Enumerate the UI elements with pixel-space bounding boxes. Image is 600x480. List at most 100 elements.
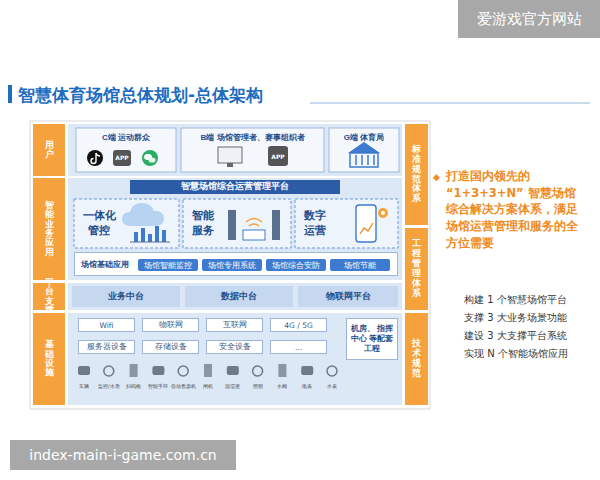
device-icon	[301, 366, 313, 375]
node-text: 用户	[41, 141, 58, 160]
node-text: 爱游戏官方网站	[477, 10, 582, 29]
bullet: ◆	[433, 172, 440, 182]
device-label: 监控/水质	[94, 383, 124, 389]
infra-box: 安全设备	[206, 340, 263, 354]
system-band: 工程管理体系	[405, 228, 428, 310]
node-text: 业务中台	[108, 290, 144, 303]
bar-icon	[134, 226, 166, 242]
node-text: 机房、 指挥中心 等配套工程	[350, 324, 394, 354]
gear-icon	[378, 208, 388, 218]
node-text: 物联网	[159, 320, 183, 330]
node-text: 场馆智能监控	[144, 260, 192, 271]
device-label: 电表	[292, 383, 322, 389]
callout-text: 打造国内领先的 “1+3+3+N” 智慧场馆综合解决方案体系，满足场馆运营管理和…	[446, 168, 586, 251]
node-text: 一体化管控	[82, 209, 116, 238]
phone-chart	[360, 223, 373, 234]
douyin-mark	[91, 153, 100, 164]
device-icon	[227, 366, 239, 375]
node-text: 存储设备	[155, 342, 187, 352]
node-text: 基础设施	[41, 340, 58, 377]
node-text: 智能服务	[191, 209, 215, 238]
layer-band: 用户	[33, 124, 65, 176]
system-band: 技术规范	[405, 313, 428, 405]
app-icon	[268, 146, 288, 166]
building-columns	[356, 155, 374, 165]
user-box: C端 运动群众 APP	[76, 128, 176, 172]
summary-line: 构建 1 个智慧场馆平台	[464, 293, 567, 307]
summary-line: 支撑 3 大业务场景功能	[464, 311, 567, 325]
title: 智慧体育场馆总体规划-总体架构	[18, 84, 263, 107]
node-text: 互联网	[223, 320, 247, 330]
node-text: index-main-i-game.com.cn	[29, 447, 216, 463]
user-box	[76, 128, 176, 172]
app-panel	[68, 178, 402, 280]
device-icon	[152, 366, 164, 375]
function-box: 智能服务	[183, 199, 291, 248]
device-label: 闸机	[193, 383, 223, 389]
infra-panel	[68, 313, 402, 405]
phone-icon	[356, 205, 376, 242]
node-text: APP	[268, 153, 288, 160]
wechat-bubble	[149, 157, 156, 162]
infra-box: 存储设备	[142, 340, 199, 354]
device-label: 水阀	[267, 383, 297, 389]
gate-icon	[228, 210, 236, 240]
device-icons	[78, 364, 337, 377]
app-button: 场馆节能	[330, 259, 390, 271]
device-icon	[78, 366, 90, 375]
function-box: 一体化管控	[74, 199, 179, 248]
app-button: 场馆专用系统	[202, 259, 262, 271]
infra-box: 4G / 5G	[270, 318, 327, 332]
node-text: 技术规范	[412, 339, 421, 379]
user-panel	[68, 124, 402, 176]
node-text: G端 体育局	[344, 128, 384, 143]
device-label: 扫码枪	[119, 383, 149, 389]
user-box: B端 场馆管理者、赛事组织者 APP	[181, 128, 324, 172]
douyin-icon	[87, 150, 103, 166]
node-text: 场馆节能	[344, 260, 376, 271]
building-roof	[348, 142, 380, 153]
function-box: 数字运营	[295, 199, 398, 248]
device-icon	[178, 366, 188, 376]
device-icon	[104, 366, 114, 376]
device-label: 温湿度	[218, 383, 248, 389]
base-app-row: 场馆基础应用场馆智能监控场馆专用系统场馆综合安防场馆节能	[74, 252, 398, 276]
layer-band: 智能业务应用	[33, 178, 65, 280]
system-band: 标准规范体系	[405, 124, 428, 225]
device-icon	[253, 366, 263, 376]
summary-line: 建设 3 大支撑平台系统	[464, 329, 567, 343]
user-box	[181, 128, 324, 172]
node-text: B端 场馆管理者、赛事组织者	[201, 128, 305, 143]
app-icon	[113, 150, 131, 166]
platform-box: 数据中台	[185, 286, 293, 307]
device-label: 水表	[317, 383, 347, 389]
infra-box: 物联网	[142, 318, 199, 332]
platform-box: 业务中台	[72, 286, 180, 307]
node-text: APP	[113, 154, 131, 161]
node-text: 4G / 5G	[284, 321, 312, 330]
bar-base	[130, 242, 170, 243]
device-icon	[130, 364, 138, 377]
watermark-box: 爱游戏官方网站	[458, 0, 600, 38]
app-button: 场馆智能监控	[138, 259, 198, 271]
platform-panel	[68, 283, 402, 310]
node-text: 场馆综合安防	[272, 260, 320, 271]
node-text: 安全设备	[219, 342, 251, 352]
node-text: 场馆专用系统	[208, 260, 256, 271]
building-body	[350, 153, 378, 167]
wifi-icon	[246, 219, 262, 227]
watermark-box: index-main-i-game.com.cn	[10, 440, 236, 470]
cloud-icon	[122, 203, 164, 226]
layer-band: 平台支撑	[33, 283, 65, 310]
function-box	[295, 199, 398, 248]
node-text: C端 运动群众	[102, 128, 150, 143]
node-text: ...	[295, 343, 302, 352]
node-text: 智能业务应用	[41, 201, 58, 257]
infra-box: ...	[270, 340, 327, 354]
device-icon	[204, 364, 212, 377]
terminal-icon	[243, 230, 265, 240]
infra-box: 互联网	[206, 318, 263, 332]
layer-band: 基础设施	[33, 313, 65, 405]
node-text: 工程管理体系	[412, 239, 421, 298]
